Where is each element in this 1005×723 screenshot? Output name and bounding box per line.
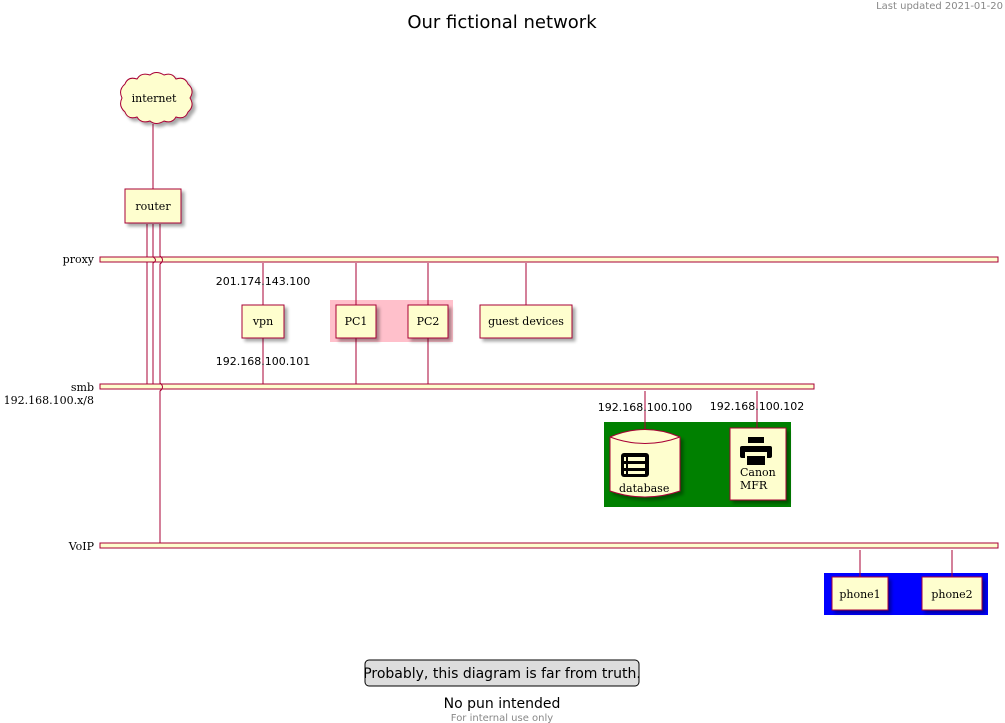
voip-network-label: VoIP	[68, 540, 95, 553]
internet-node[interactable]	[120, 72, 193, 124]
vpn-label: vpn	[252, 315, 273, 328]
printer-icon	[740, 437, 772, 465]
guest-devices-label: guest devices	[488, 315, 564, 328]
router-node[interactable]	[124, 188, 182, 224]
database-table-icon	[621, 453, 649, 477]
proxy-network-bar	[99, 256, 999, 263]
smb-network-bar	[99, 383, 815, 390]
legend-text: Probably, this diagram is far from truth…	[363, 666, 641, 682]
connection-lines	[146, 124, 953, 577]
database-label: database	[619, 482, 669, 495]
phone1-node[interactable]	[831, 576, 889, 611]
pc2-node[interactable]	[407, 304, 449, 339]
router-label: router	[135, 200, 171, 213]
phone2-node[interactable]	[921, 576, 983, 611]
footer-note: For internal use only	[451, 713, 553, 723]
printer-smb-address: 192.168.100.102	[710, 400, 804, 413]
vpn-proxy-address: 201.174.143.100	[216, 275, 310, 288]
pc2-label: PC2	[417, 315, 440, 328]
phone1-label: phone1	[839, 588, 880, 601]
hop-smb	[159, 382, 163, 392]
legend-box	[364, 659, 640, 687]
cloud-icon	[120, 72, 193, 124]
internet-label: internet	[132, 92, 177, 105]
phone2-label: phone2	[931, 588, 972, 601]
smb-network-label: smb	[71, 381, 94, 394]
hop-proxy-2	[159, 255, 163, 265]
caption-text: No pun intended	[444, 696, 561, 712]
printer-label-line2: MFR	[740, 479, 768, 492]
hop-proxy-1	[152, 256, 156, 264]
printer-label-line1: Canon	[740, 466, 776, 479]
proxy-network-label: proxy	[63, 253, 95, 266]
link-router-smb-2	[152, 224, 156, 384]
pc1-node[interactable]	[335, 304, 377, 339]
smb-network-address: 192.168.100.x/8	[4, 394, 94, 407]
last-updated-text: Last updated 2021-01-20	[876, 1, 1003, 12]
vpn-node[interactable]	[241, 304, 285, 339]
pc1-label: PC1	[345, 315, 368, 328]
guest-devices-node[interactable]	[479, 304, 573, 339]
database-smb-address: 192.168.100.100	[598, 401, 692, 414]
vpn-smb-address: 192.168.100.101	[216, 355, 310, 368]
diagram-title: Our fictional network	[407, 12, 597, 33]
voip-network-bar	[99, 542, 999, 549]
